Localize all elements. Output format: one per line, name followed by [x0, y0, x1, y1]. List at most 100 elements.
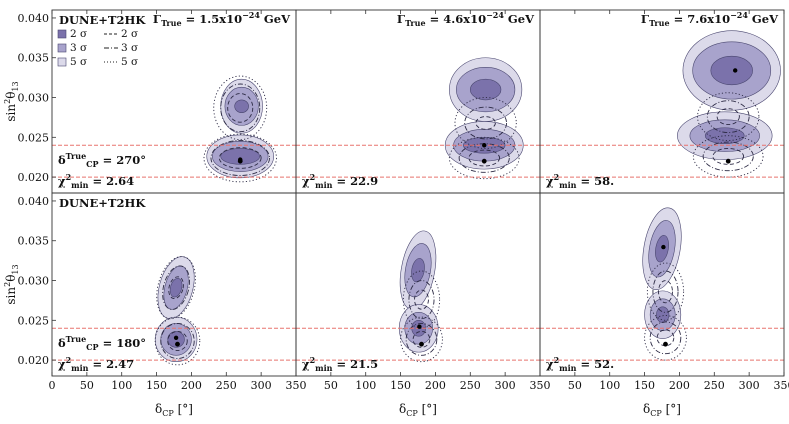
- annotations-layer: DUNE+T2HK ΓTrue = 1.5x10−24 GeV δTrueCP = …: [58, 10, 779, 373]
- line-contour-2sigma: [712, 147, 745, 165]
- experiment-label: DUNE+T2HK: [59, 13, 146, 27]
- line-contour-3sigma: [162, 265, 190, 310]
- x-tick-label: 350: [530, 379, 551, 392]
- panel-5: [540, 207, 784, 361]
- line-contour-3sigma: [160, 323, 195, 359]
- x-tick-label: 150: [634, 379, 655, 392]
- x-tick-label: 250: [704, 379, 725, 392]
- x-tick-label: 50: [568, 379, 582, 392]
- line-contour-5sigma: [644, 315, 687, 361]
- x-tick-label: 250: [460, 379, 481, 392]
- frames-layer: [51, 9, 785, 377]
- line-contour-3sigma: [220, 83, 261, 133]
- line-contour-5sigma: [454, 97, 517, 149]
- x-tick-label: 150: [146, 379, 167, 392]
- line-contour-2sigma: [656, 329, 675, 347]
- x-tick-label: 50: [324, 379, 338, 392]
- delta-true-label: δTrueCP = 180°: [58, 334, 146, 352]
- y-tick-label: 0.030: [18, 275, 50, 288]
- legend-label: 2 σ: [70, 28, 87, 40]
- x-axis-label: δCP [°]: [155, 402, 193, 418]
- legend-swatch: [57, 29, 67, 39]
- legend-label: 5 σ: [70, 56, 87, 68]
- y-tick-label: 0.040: [18, 195, 50, 208]
- line-contour-3sigma: [464, 106, 507, 140]
- gamma-label: ΓTrue = 1.5x10−24 GeV: [153, 10, 291, 28]
- legend-label: 3 σ: [121, 42, 138, 54]
- y-tick-label: 0.020: [18, 171, 50, 184]
- filled-contour-2sigma: [411, 258, 425, 283]
- legend: 2 σ3 σ5 σ2 σ3 σ5 σ: [57, 28, 138, 68]
- legend-swatch: [57, 57, 67, 67]
- bestfit-point: [661, 244, 666, 250]
- gamma-label: ΓTrue = 4.6x10−24 GeV: [397, 10, 535, 28]
- x-tick-label: 200: [669, 379, 690, 392]
- x-tick-label: 300: [495, 379, 516, 392]
- y-tick-label: 0.025: [18, 314, 50, 327]
- bestfit-point: [482, 143, 487, 148]
- line-contour-5sigma: [400, 316, 443, 363]
- x-tick-label: 150: [390, 379, 411, 392]
- gamma-label: ΓTrue = 7.6x10−24 GeV: [641, 10, 779, 28]
- true-point: [175, 341, 180, 347]
- chi2-min-label: χ2min = 52.: [546, 355, 614, 373]
- x-tick-label: 200: [181, 379, 202, 392]
- chi2-min-label: χ2min = 21.5: [302, 355, 378, 373]
- line-contour-5sigma: [154, 316, 201, 366]
- line-contour-2sigma: [658, 280, 673, 304]
- filled-contour-2sigma: [710, 55, 753, 86]
- line-contour-2sigma: [167, 330, 188, 351]
- bestfit-point: [173, 335, 179, 341]
- chi2-min-label: χ2min = 58.: [546, 172, 614, 190]
- filled-contour-2sigma: [169, 278, 183, 298]
- panels-layer: [52, 30, 784, 366]
- y-tick-label: 0.035: [18, 235, 50, 248]
- x-tick-label: 200: [425, 379, 446, 392]
- panel-frame: [539, 192, 785, 377]
- chi2-min-label: χ2min = 2.64: [58, 172, 134, 190]
- bestfit-point: [417, 324, 422, 329]
- y-axis-label: sin2θ13: [3, 264, 20, 304]
- filled-contour-2sigma: [469, 78, 502, 101]
- line-contour-2sigma: [468, 149, 501, 167]
- x-tick-label: 350: [286, 379, 307, 392]
- y-tick-label: 0.020: [18, 354, 50, 367]
- x-tick-label: 50: [80, 379, 94, 392]
- true-point: [663, 341, 668, 347]
- true-point: [725, 158, 731, 164]
- true-point: [419, 341, 424, 347]
- line-contour-5sigma: [646, 262, 685, 321]
- panel-1: [296, 57, 540, 180]
- line-contour-3sigma: [405, 323, 438, 356]
- line-contour-3sigma: [702, 141, 754, 172]
- x-axis-label: δCP [°]: [643, 402, 681, 418]
- line-contour-5sigma: [697, 92, 760, 141]
- panel-2: [540, 30, 784, 178]
- line-contour-2sigma: [412, 330, 431, 348]
- line-contour-2sigma: [716, 108, 740, 126]
- line-contour-5sigma: [203, 133, 277, 183]
- panel-3: [52, 256, 296, 366]
- line-contour-3sigma: [210, 140, 270, 176]
- bestfit-point: [238, 157, 243, 162]
- line-contour-2sigma: [218, 147, 262, 169]
- line-contour-2sigma: [475, 116, 496, 130]
- line-contour-2sigma: [414, 289, 429, 310]
- line-contour-5sigma: [213, 75, 268, 141]
- legend-swatch: [57, 43, 67, 53]
- legend-label: 3 σ: [70, 42, 87, 54]
- true-point: [481, 158, 487, 164]
- legend-label: 5 σ: [121, 56, 138, 68]
- x-tick-label: 100: [355, 379, 376, 392]
- x-tick-label: 100: [111, 379, 132, 392]
- line-contour-3sigma: [649, 321, 682, 355]
- filled-contour-2sigma: [220, 148, 261, 165]
- line-contour-3sigma: [408, 280, 435, 320]
- experiment-label: DUNE+T2HK: [59, 196, 146, 210]
- x-tick-label: 100: [599, 379, 620, 392]
- panel-4: [296, 230, 540, 363]
- x-axis-label: δCP [°]: [399, 402, 437, 418]
